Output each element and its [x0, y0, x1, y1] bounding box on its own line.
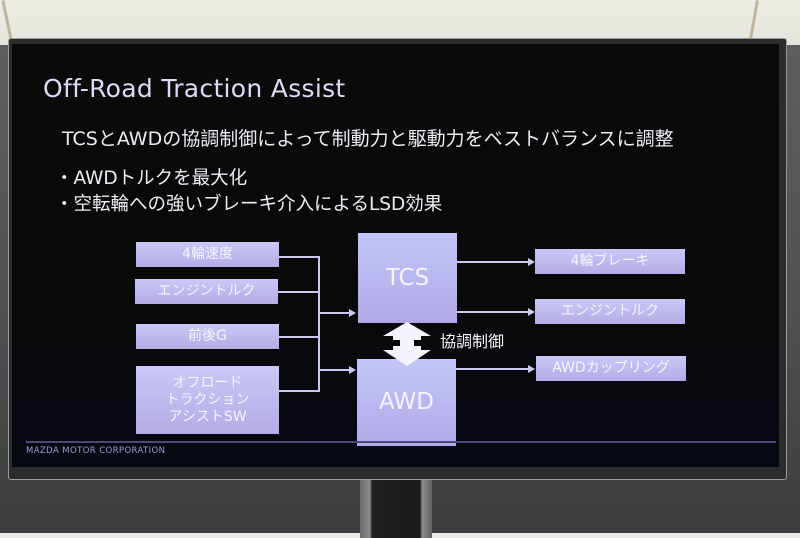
connector-line: [279, 390, 319, 392]
company-footer: MAZDA MOTOR CORPORATION: [26, 446, 166, 456]
awd-label: AWD: [379, 389, 434, 415]
arrowhead-icon: [528, 308, 535, 316]
monitor-stand: [360, 478, 432, 538]
input-longitudinal-g: 前後G: [136, 324, 279, 349]
connector-line: [319, 312, 351, 314]
input-label: オフロード トラクション アシストSW: [165, 374, 250, 425]
arrowhead-icon: [349, 309, 356, 317]
output-label: 4輪ブレーキ: [570, 253, 650, 269]
bullet-item: ・空転輪への強いブレーキ介入によるLSD効果: [55, 194, 443, 215]
output-wheel-brake: 4輪ブレーキ: [535, 249, 685, 274]
connector-line: [279, 336, 319, 338]
slide-subtitle: TCSとAWDの協調制御によって制動力と駆動力をベストバランスに調整: [62, 128, 674, 150]
coordination-label: 協調制御: [440, 332, 505, 351]
output-label: AWDカップリング: [552, 360, 670, 376]
tcs-block: TCS: [358, 233, 457, 323]
footer-divider: [26, 441, 776, 443]
connector-line: [456, 368, 529, 370]
connector-line: [279, 256, 319, 258]
input-label: 4輪速度: [182, 246, 233, 262]
arrowhead-icon: [528, 258, 535, 266]
connector-line: [457, 311, 529, 313]
bidirectional-arrow-icon: [383, 322, 431, 366]
input-label: エンジントルク: [157, 283, 256, 299]
input-label: 前後G: [188, 328, 227, 344]
connector-bus: [318, 256, 320, 392]
input-offroad-switch: オフロード トラクション アシストSW: [136, 366, 279, 434]
bullet-item: ・AWDトルクを最大化: [55, 168, 248, 189]
input-engine-torque: エンジントルク: [135, 279, 278, 304]
arrowhead-icon: [349, 366, 356, 374]
output-awd-coupling: AWDカップリング: [536, 356, 686, 381]
connector-line: [278, 291, 319, 293]
slide-title: Off-Road Traction Assist: [43, 74, 346, 103]
output-engine-torque: エンジントルク: [535, 299, 685, 324]
connector-line: [457, 261, 529, 263]
awd-block: AWD: [357, 359, 456, 446]
arrowhead-icon: [528, 365, 535, 373]
tcs-label: TCS: [385, 264, 430, 291]
input-wheel-speed: 4輪速度: [136, 242, 279, 267]
connector-line: [319, 369, 351, 371]
presentation-slide: Off-Road Traction Assist TCSとAWDの協調制御によっ…: [12, 44, 779, 467]
output-label: エンジントルク: [561, 303, 659, 319]
